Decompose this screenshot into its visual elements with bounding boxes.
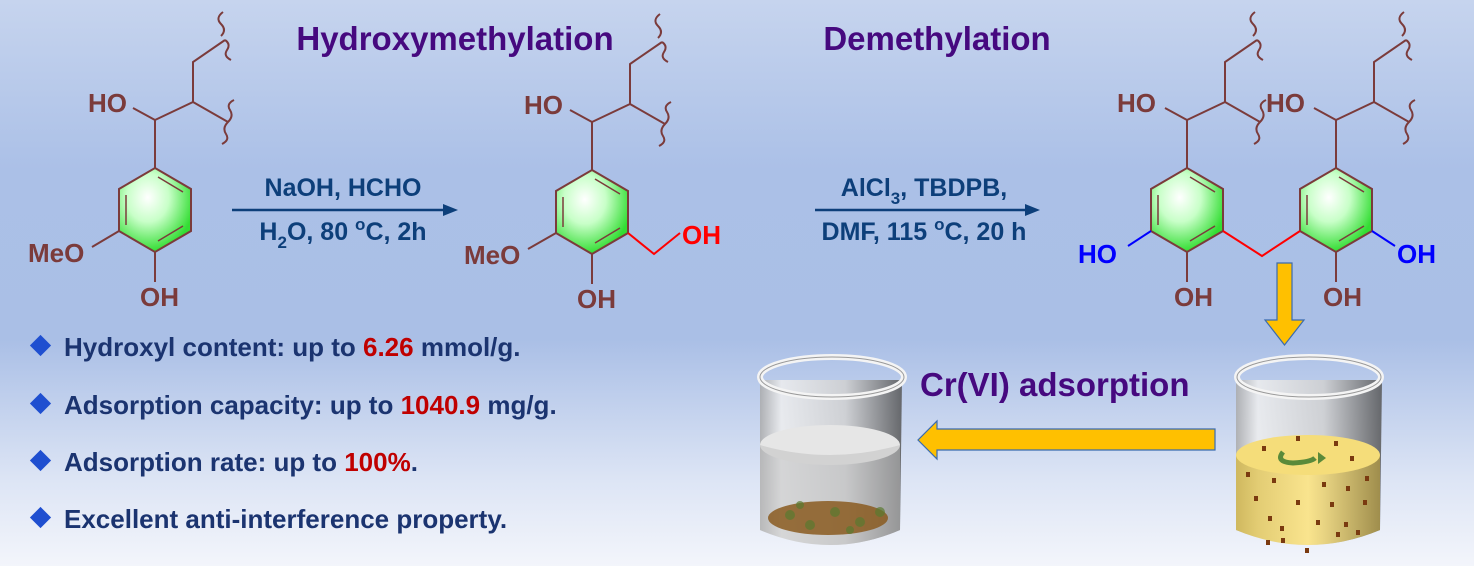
label-phenolic-oh: OH bbox=[1397, 239, 1436, 269]
molecule-guaiacyl: HO MeO OH bbox=[28, 11, 235, 312]
reaction-arrow-2: AlCl3, TBDPB, DMF, 115 oC, 20 h bbox=[815, 174, 1040, 246]
label-oh: OH bbox=[577, 284, 616, 314]
diamond-icon bbox=[29, 506, 52, 529]
label-oh: OH bbox=[140, 282, 179, 312]
svg-text:Excellent anti-interference pr: Excellent anti-interference property. bbox=[64, 504, 507, 534]
beaker-cr-solution bbox=[1234, 354, 1384, 553]
label-meo: MeO bbox=[28, 238, 84, 268]
conditions-below: H2O, 80 oC, 2h bbox=[259, 215, 426, 252]
adsorption-label: Cr(VI) adsorption bbox=[920, 366, 1190, 403]
label-meo: MeO bbox=[464, 240, 520, 270]
molecule-hydroxymethylated: HO MeO OH OH bbox=[464, 13, 721, 314]
svg-text:Hydroxyl content: up to 6.26 m: Hydroxyl content: up to 6.26 mmol/g. bbox=[64, 332, 521, 362]
reagents-above: NaOH, HCHO bbox=[265, 174, 422, 202]
molecule-demethylated-dimer: HO HO HO OH OH OH bbox=[1078, 11, 1436, 312]
adsorbent-particles bbox=[1246, 436, 1369, 553]
diamond-icon bbox=[29, 392, 52, 415]
bullet-item: Excellent anti-interference property. bbox=[29, 504, 507, 534]
diamond-icon bbox=[29, 334, 52, 357]
label-oh: OH bbox=[1323, 282, 1362, 312]
label-phenolic-ho: HO bbox=[1078, 239, 1117, 269]
label-oh: OH bbox=[1174, 282, 1213, 312]
down-arrow-icon bbox=[1263, 262, 1306, 346]
svg-text:Adsorption capacity: up to 104: Adsorption capacity: up to 1040.9 mg/g. bbox=[64, 390, 557, 420]
bullet-item: Adsorption rate: up to 100%. bbox=[29, 447, 418, 477]
label-ho: HO bbox=[524, 90, 563, 120]
beaker-after-adsorption bbox=[757, 354, 907, 545]
reagents-above: AlCl3, TBDPB, bbox=[841, 174, 1007, 208]
label-ch2oh: OH bbox=[682, 220, 721, 250]
bullet-item: Hydroxyl content: up to 6.26 mmol/g. bbox=[29, 332, 521, 362]
svg-text:Adsorption rate: up to 100%.: Adsorption rate: up to 100%. bbox=[64, 447, 418, 477]
stirring-arrow-icon bbox=[1278, 450, 1317, 466]
highlights-list: Hydroxyl content: up to 6.26 mmol/g. Ads… bbox=[29, 332, 557, 534]
label-ho: HO bbox=[88, 88, 127, 118]
title-demethylation: Demethylation bbox=[823, 20, 1050, 57]
reaction-arrow-1: NaOH, HCHO H2O, 80 oC, 2h bbox=[232, 174, 458, 252]
label-ho: HO bbox=[1266, 88, 1305, 118]
title-hydroxymethylation: Hydroxymethylation bbox=[296, 20, 613, 57]
left-arrow-icon bbox=[917, 419, 1216, 461]
diamond-icon bbox=[29, 449, 52, 472]
conditions-below: DMF, 115 oC, 20 h bbox=[822, 215, 1027, 246]
label-ho: HO bbox=[1117, 88, 1156, 118]
bullet-item: Adsorption capacity: up to 1040.9 mg/g. bbox=[29, 390, 557, 420]
